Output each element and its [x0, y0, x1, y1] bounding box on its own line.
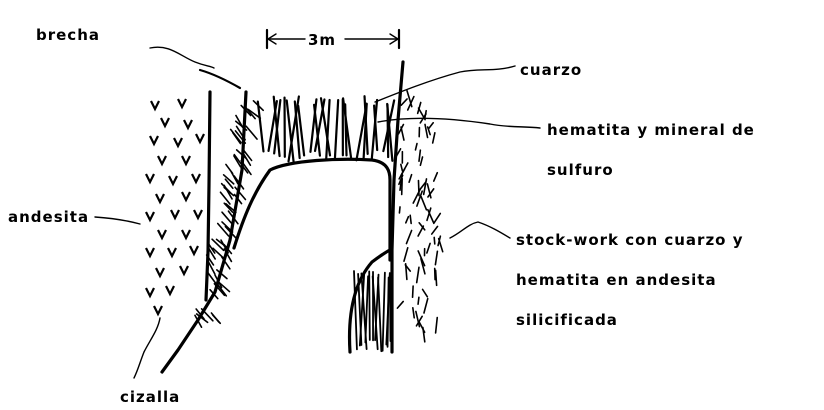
label-stockwork-line3: silicificada [516, 311, 618, 329]
label-cizalla: cizalla [120, 388, 180, 406]
leader-lines [95, 47, 540, 378]
andesite-pattern [146, 99, 204, 314]
scale-bar: 3m [267, 30, 399, 49]
label-andesita: andesita [8, 208, 89, 226]
label-stockwork-line2: hematita en andesita [516, 271, 717, 289]
label-cuarzo: cuarzo [520, 61, 582, 79]
quartz-vein-hatching [258, 96, 394, 161]
label-brecha: brecha [36, 26, 100, 44]
label-hematita-line1: hematita y mineral de [547, 121, 755, 139]
scale-bar-label: 3m [308, 31, 336, 49]
label-hematita-line2: sulfuro [547, 161, 614, 179]
label-stockwork-line1: stock-work con cuarzo y [516, 231, 743, 249]
